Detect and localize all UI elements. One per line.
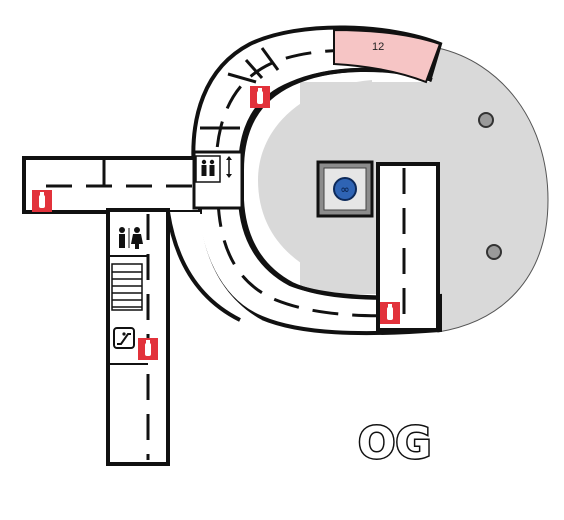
junction-wall [166,211,241,322]
room-12-label: 12 [372,41,384,53]
nw-partitions [200,47,280,130]
elevator-icon [195,155,232,183]
restroom-icon [119,227,143,249]
svg-text:∞: ∞ [340,183,349,196]
column-icon [478,112,494,128]
fire-extinguisher-icon [32,190,52,212]
atrium-area [258,47,549,333]
room-12[interactable]: 12 [333,28,442,84]
fire-extinguisher-icon [138,338,158,360]
junction-fill [168,212,262,320]
information-point-icon[interactable] [333,177,357,201]
fire-extinguisher-icon [250,86,270,108]
escalator-icon [113,327,135,349]
fire-extinguisher-icon [380,302,400,324]
floor-label: OG [358,418,432,469]
stairs-icon [111,263,143,311]
central-lift-block[interactable]: ∞ [316,160,374,218]
east-inner-corridor[interactable] [376,162,440,332]
column-icon [486,244,502,260]
